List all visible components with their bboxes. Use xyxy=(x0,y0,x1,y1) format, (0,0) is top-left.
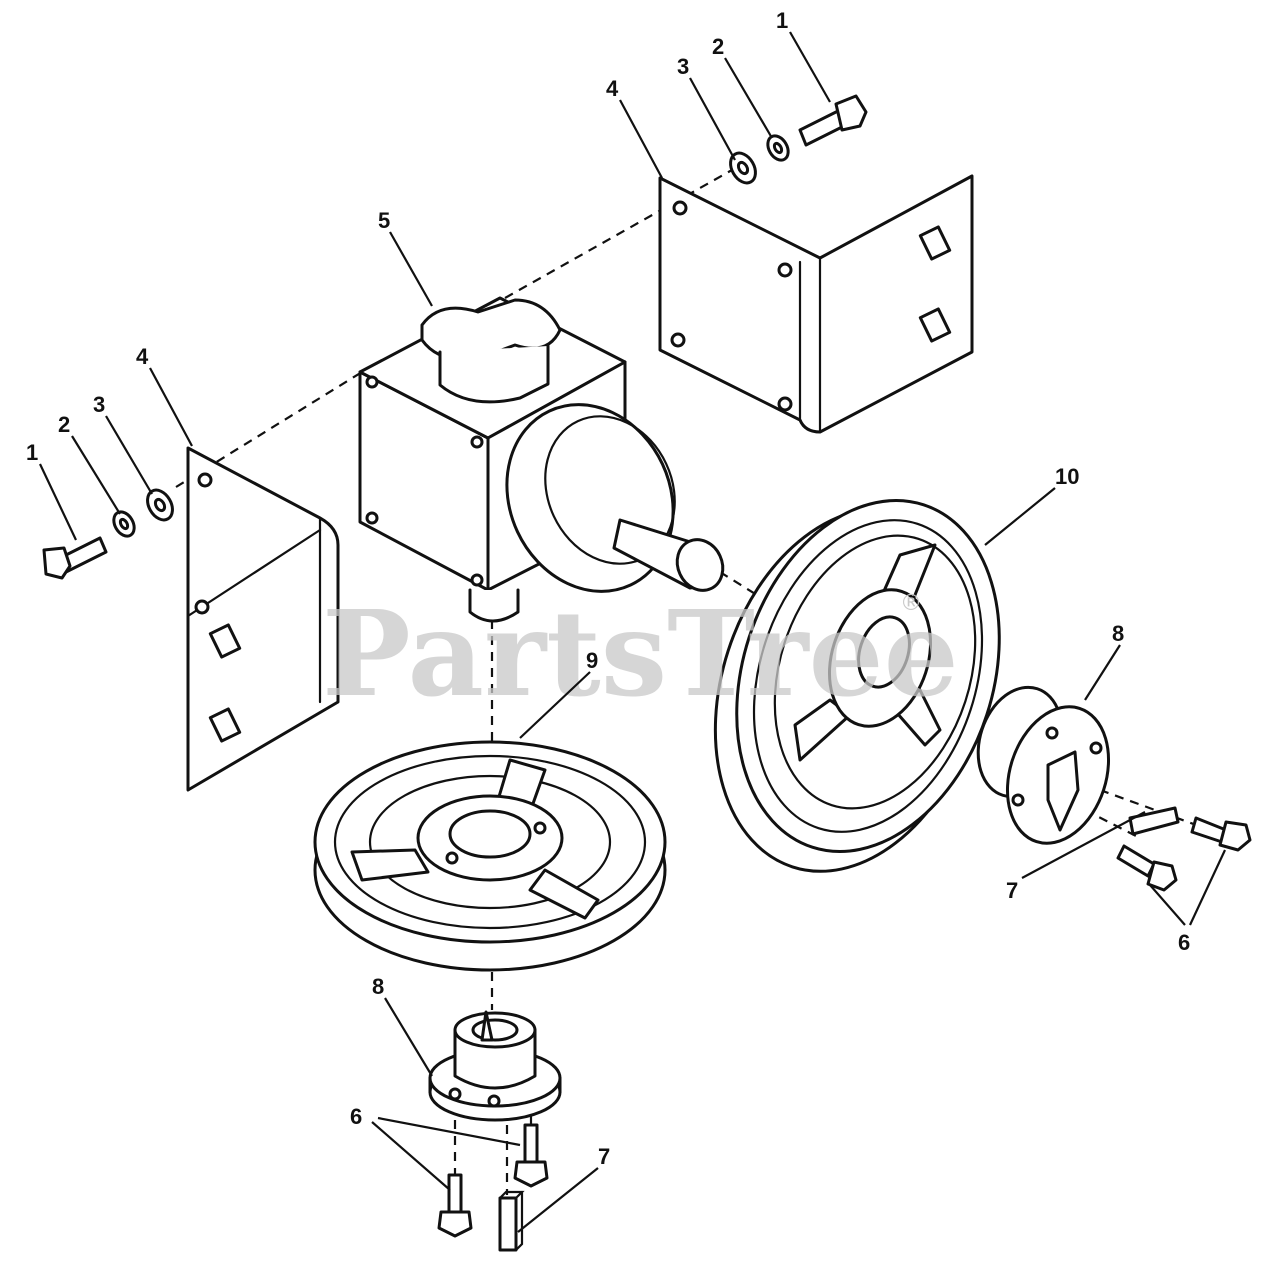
bushing-bottom xyxy=(428,1010,562,1122)
callout-3-top: 3 xyxy=(677,54,689,79)
flatwasher-left xyxy=(146,488,174,522)
axis-right-bolt xyxy=(1099,788,1211,832)
axis-right-bolt-2 xyxy=(1084,809,1141,839)
callout-3-left: 3 xyxy=(93,392,105,417)
gearbox xyxy=(358,296,725,623)
watermark-registered-mark: ® xyxy=(900,591,922,616)
callout-10: 10 xyxy=(1055,464,1079,489)
pulley-large xyxy=(713,499,1001,873)
bolt-right-lower xyxy=(1116,844,1178,892)
callout-1-left: 1 xyxy=(26,440,38,465)
bolt-bottom-left xyxy=(437,1173,473,1238)
callout-8-right: 8 xyxy=(1112,621,1124,646)
bolt-right-upper xyxy=(1190,816,1252,852)
bolt-left xyxy=(42,536,108,580)
callout-5: 5 xyxy=(378,208,390,233)
callout-7-bottom: 7 xyxy=(598,1144,610,1169)
callout-6-bottom: 6 xyxy=(350,1104,362,1129)
lockwasher-left xyxy=(112,510,136,538)
callout-1-top: 1 xyxy=(776,8,788,33)
lockwasher-top xyxy=(766,134,790,162)
callout-8-bottom: 8 xyxy=(372,974,384,999)
mounting-bracket-right xyxy=(658,174,974,434)
mounting-bracket-left xyxy=(186,446,340,792)
callout-4-top: 4 xyxy=(606,76,619,101)
axis-top-bolt xyxy=(504,169,733,299)
callout-6-right: 6 xyxy=(1178,930,1190,955)
callout-2-left: 2 xyxy=(58,412,70,437)
bolt-bottom-right xyxy=(513,1123,549,1188)
bushing-right xyxy=(976,685,1111,845)
key-bottom xyxy=(498,1190,525,1252)
callout-2-top: 2 xyxy=(712,34,724,59)
watermark: PartsTree xyxy=(322,584,959,723)
flatwasher-top xyxy=(729,151,757,185)
pulley-lower xyxy=(313,740,667,972)
key-right xyxy=(1128,806,1180,836)
bolt-top xyxy=(798,94,868,147)
callout-9: 9 xyxy=(586,648,598,673)
callout-4-left: 4 xyxy=(136,344,149,369)
callout-7-right: 7 xyxy=(1006,878,1018,903)
